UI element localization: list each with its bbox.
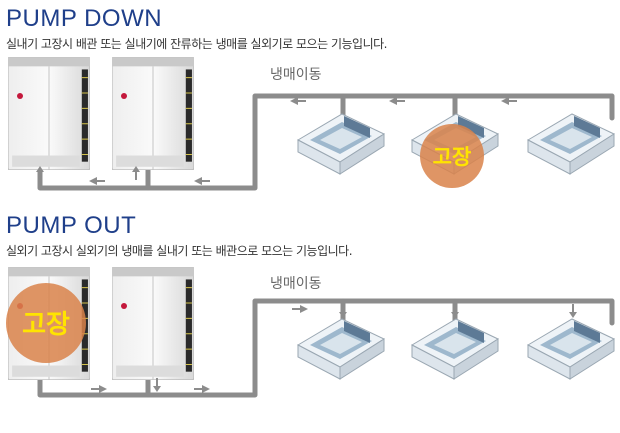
arrow-left-icon [194, 177, 202, 185]
pump-out-title: PUMP OUT [6, 212, 137, 239]
arrow-up-icon [36, 166, 44, 172]
pump-down-flow-label: 냉매이동 [270, 67, 322, 83]
pump-out-description: 실외기 고장시 실외기의 냉매를 실내기 또는 배관으로 모으는 기능입니다. [6, 244, 353, 258]
arrow-down-icon [569, 312, 577, 318]
arrow-right-icon [99, 385, 107, 393]
fault-marker [420, 124, 484, 188]
pump-out-flow-arrows [91, 304, 577, 393]
outdoor-unit-2 [112, 57, 194, 170]
fault-marker [6, 283, 86, 363]
arrow-right-icon [202, 385, 210, 393]
arrow-down-icon [153, 386, 161, 392]
indoor-unit-1 [297, 113, 385, 175]
arrow-left-icon [89, 177, 97, 185]
indoor-unit-2 [411, 318, 499, 380]
arrow-up-icon [132, 166, 140, 172]
pump-down-title: PUMP DOWN [6, 5, 163, 32]
indoor-unit-3 [527, 113, 615, 175]
fault-label: 고장 [22, 310, 70, 340]
lg-logo-icon [121, 303, 127, 309]
pump-down-diagram: 고장 [8, 57, 615, 191]
pump-out-flow-label: 냉매이동 [270, 276, 322, 292]
outdoor-unit-1 [8, 57, 90, 170]
lg-logo-icon [121, 93, 127, 99]
arrow-left-icon [389, 97, 397, 105]
arrow-down-icon [339, 312, 347, 318]
pump-down-description: 실내기 고장시 배관 또는 실내기에 잔류하는 냉매를 실외기로 모으는 기능입… [6, 37, 387, 51]
outdoor-unit-2 [112, 267, 194, 380]
fault-label: 고장 [433, 145, 472, 169]
arrow-right-icon [300, 305, 308, 313]
indoor-unit-1 [297, 318, 385, 380]
arrow-left-icon [290, 97, 298, 105]
pump-down-flow-arrows [36, 97, 517, 185]
lg-logo-icon [17, 93, 23, 99]
arrow-down-icon [451, 312, 459, 318]
indoor-unit-3 [527, 318, 615, 380]
pump-out-diagram: 고장 [6, 267, 615, 398]
arrow-left-icon [501, 97, 509, 105]
